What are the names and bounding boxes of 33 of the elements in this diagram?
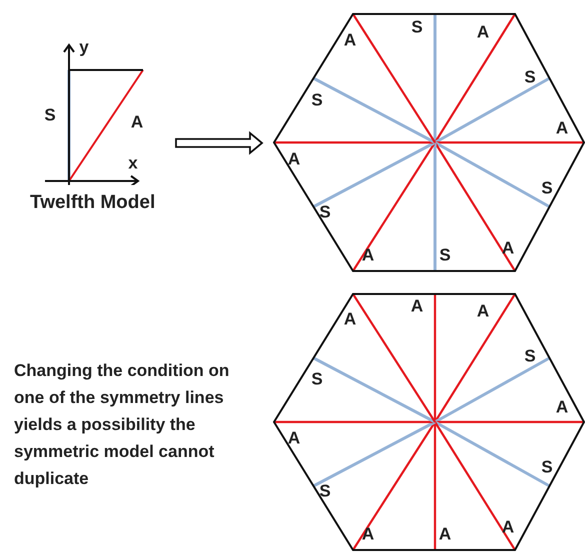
hexagon-drawing [273, 293, 585, 551]
region-label: A [502, 518, 514, 536]
region-label: S [319, 203, 331, 220]
hexagon-drawing [273, 13, 585, 272]
region-label: S [541, 458, 553, 476]
region-label: A [556, 119, 568, 136]
hollow-arrow [175, 131, 264, 155]
axis-label: S [44, 106, 56, 124]
region-label: A [288, 430, 300, 446]
region-label: A [362, 526, 374, 542]
axis-label: x [128, 154, 138, 172]
region-label: S [311, 91, 323, 108]
region-label: S [524, 348, 536, 364]
region-label: S [541, 179, 553, 196]
region-label: A [556, 398, 568, 416]
model-caption: Twelfth Model [30, 193, 156, 212]
region-label: A [476, 23, 490, 40]
region-label: A [362, 246, 374, 263]
region-label: A [344, 31, 356, 48]
region-label: S [411, 18, 423, 35]
region-label: A [438, 526, 452, 542]
region-label: S [319, 482, 331, 500]
region-label: A [410, 298, 424, 314]
axis-label: A [130, 114, 144, 130]
region-label: A [476, 302, 490, 320]
region-label: S [311, 370, 323, 388]
region-label: A [288, 150, 300, 167]
region-label: A [344, 310, 356, 328]
region-label: S [439, 246, 451, 263]
region-label: S [524, 68, 536, 85]
explanation-text: Changing the condition on one of the symmetry lines yields a possibility the symmetric model cannot duplicate [14, 360, 230, 490]
region-label: A [502, 239, 514, 256]
axis-label: y [79, 38, 89, 56]
